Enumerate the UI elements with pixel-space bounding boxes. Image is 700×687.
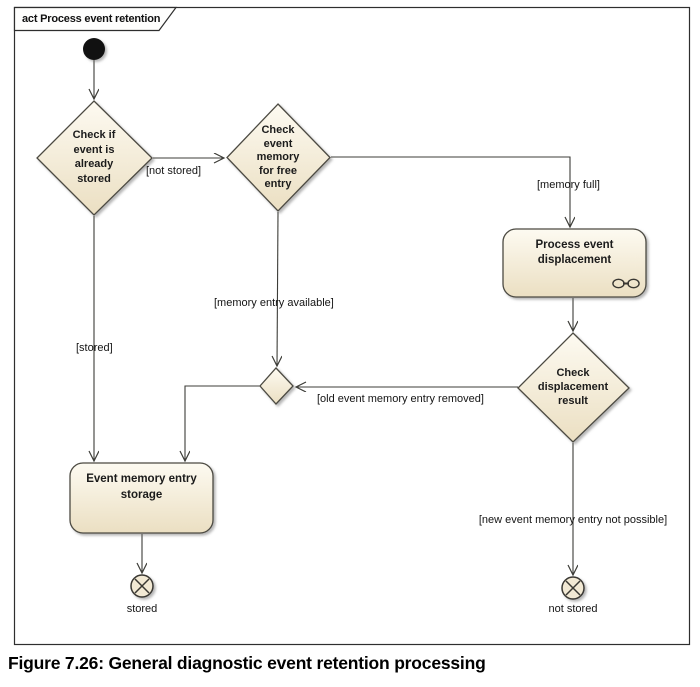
frame-tab-label: act Process event retention [22, 13, 161, 25]
edge-memory-full [331, 156, 570, 227]
decision-check-memory-free [226, 103, 331, 212]
action-event-memory-entry-storage [69, 462, 214, 534]
guard-old-event-removed: [old event memory entry removed] [317, 393, 484, 405]
flow-final-not-stored [561, 576, 585, 600]
decision-check-already-stored-label: Check if event is already stored [72, 129, 116, 185]
guard-memory-entry-available: [memory entry available] [214, 297, 334, 309]
final-stored-label: stored [126, 603, 158, 615]
frame-tab-pentagon [13, 6, 178, 32]
initial-node [83, 38, 105, 60]
diagram-frame-border [13, 6, 691, 646]
decision-check-displacement-result-label: Check displacement result [537, 367, 609, 407]
decision-check-displacement-result [517, 332, 630, 443]
decision-check-memory-free-label: Check event memory for free entry [256, 124, 300, 190]
edge-memory-entry-available [277, 211, 278, 366]
final-not-stored-label: not stored [548, 603, 598, 615]
guard-not-stored: [not stored] [146, 165, 202, 177]
edge-merge-to-storage [185, 385, 260, 461]
guard-memory-full: [memory full] [537, 179, 600, 191]
flow-final-stored [130, 574, 154, 598]
action-process-event-displacement-label: Process event displacement [535, 239, 614, 266]
guard-stored: [stored] [76, 342, 113, 354]
merge-node [259, 367, 294, 405]
call-behavior-icon [612, 278, 640, 289]
action-event-memory-entry-storage-label: Event memory entry storage [86, 473, 197, 501]
action-process-event-displacement [502, 228, 647, 298]
guard-new-entry-not-possible: [new event memory entry not possible] [478, 514, 668, 526]
decision-check-already-stored [36, 100, 153, 216]
figure-caption: Figure 7.26: General diagnostic event re… [8, 653, 486, 673]
